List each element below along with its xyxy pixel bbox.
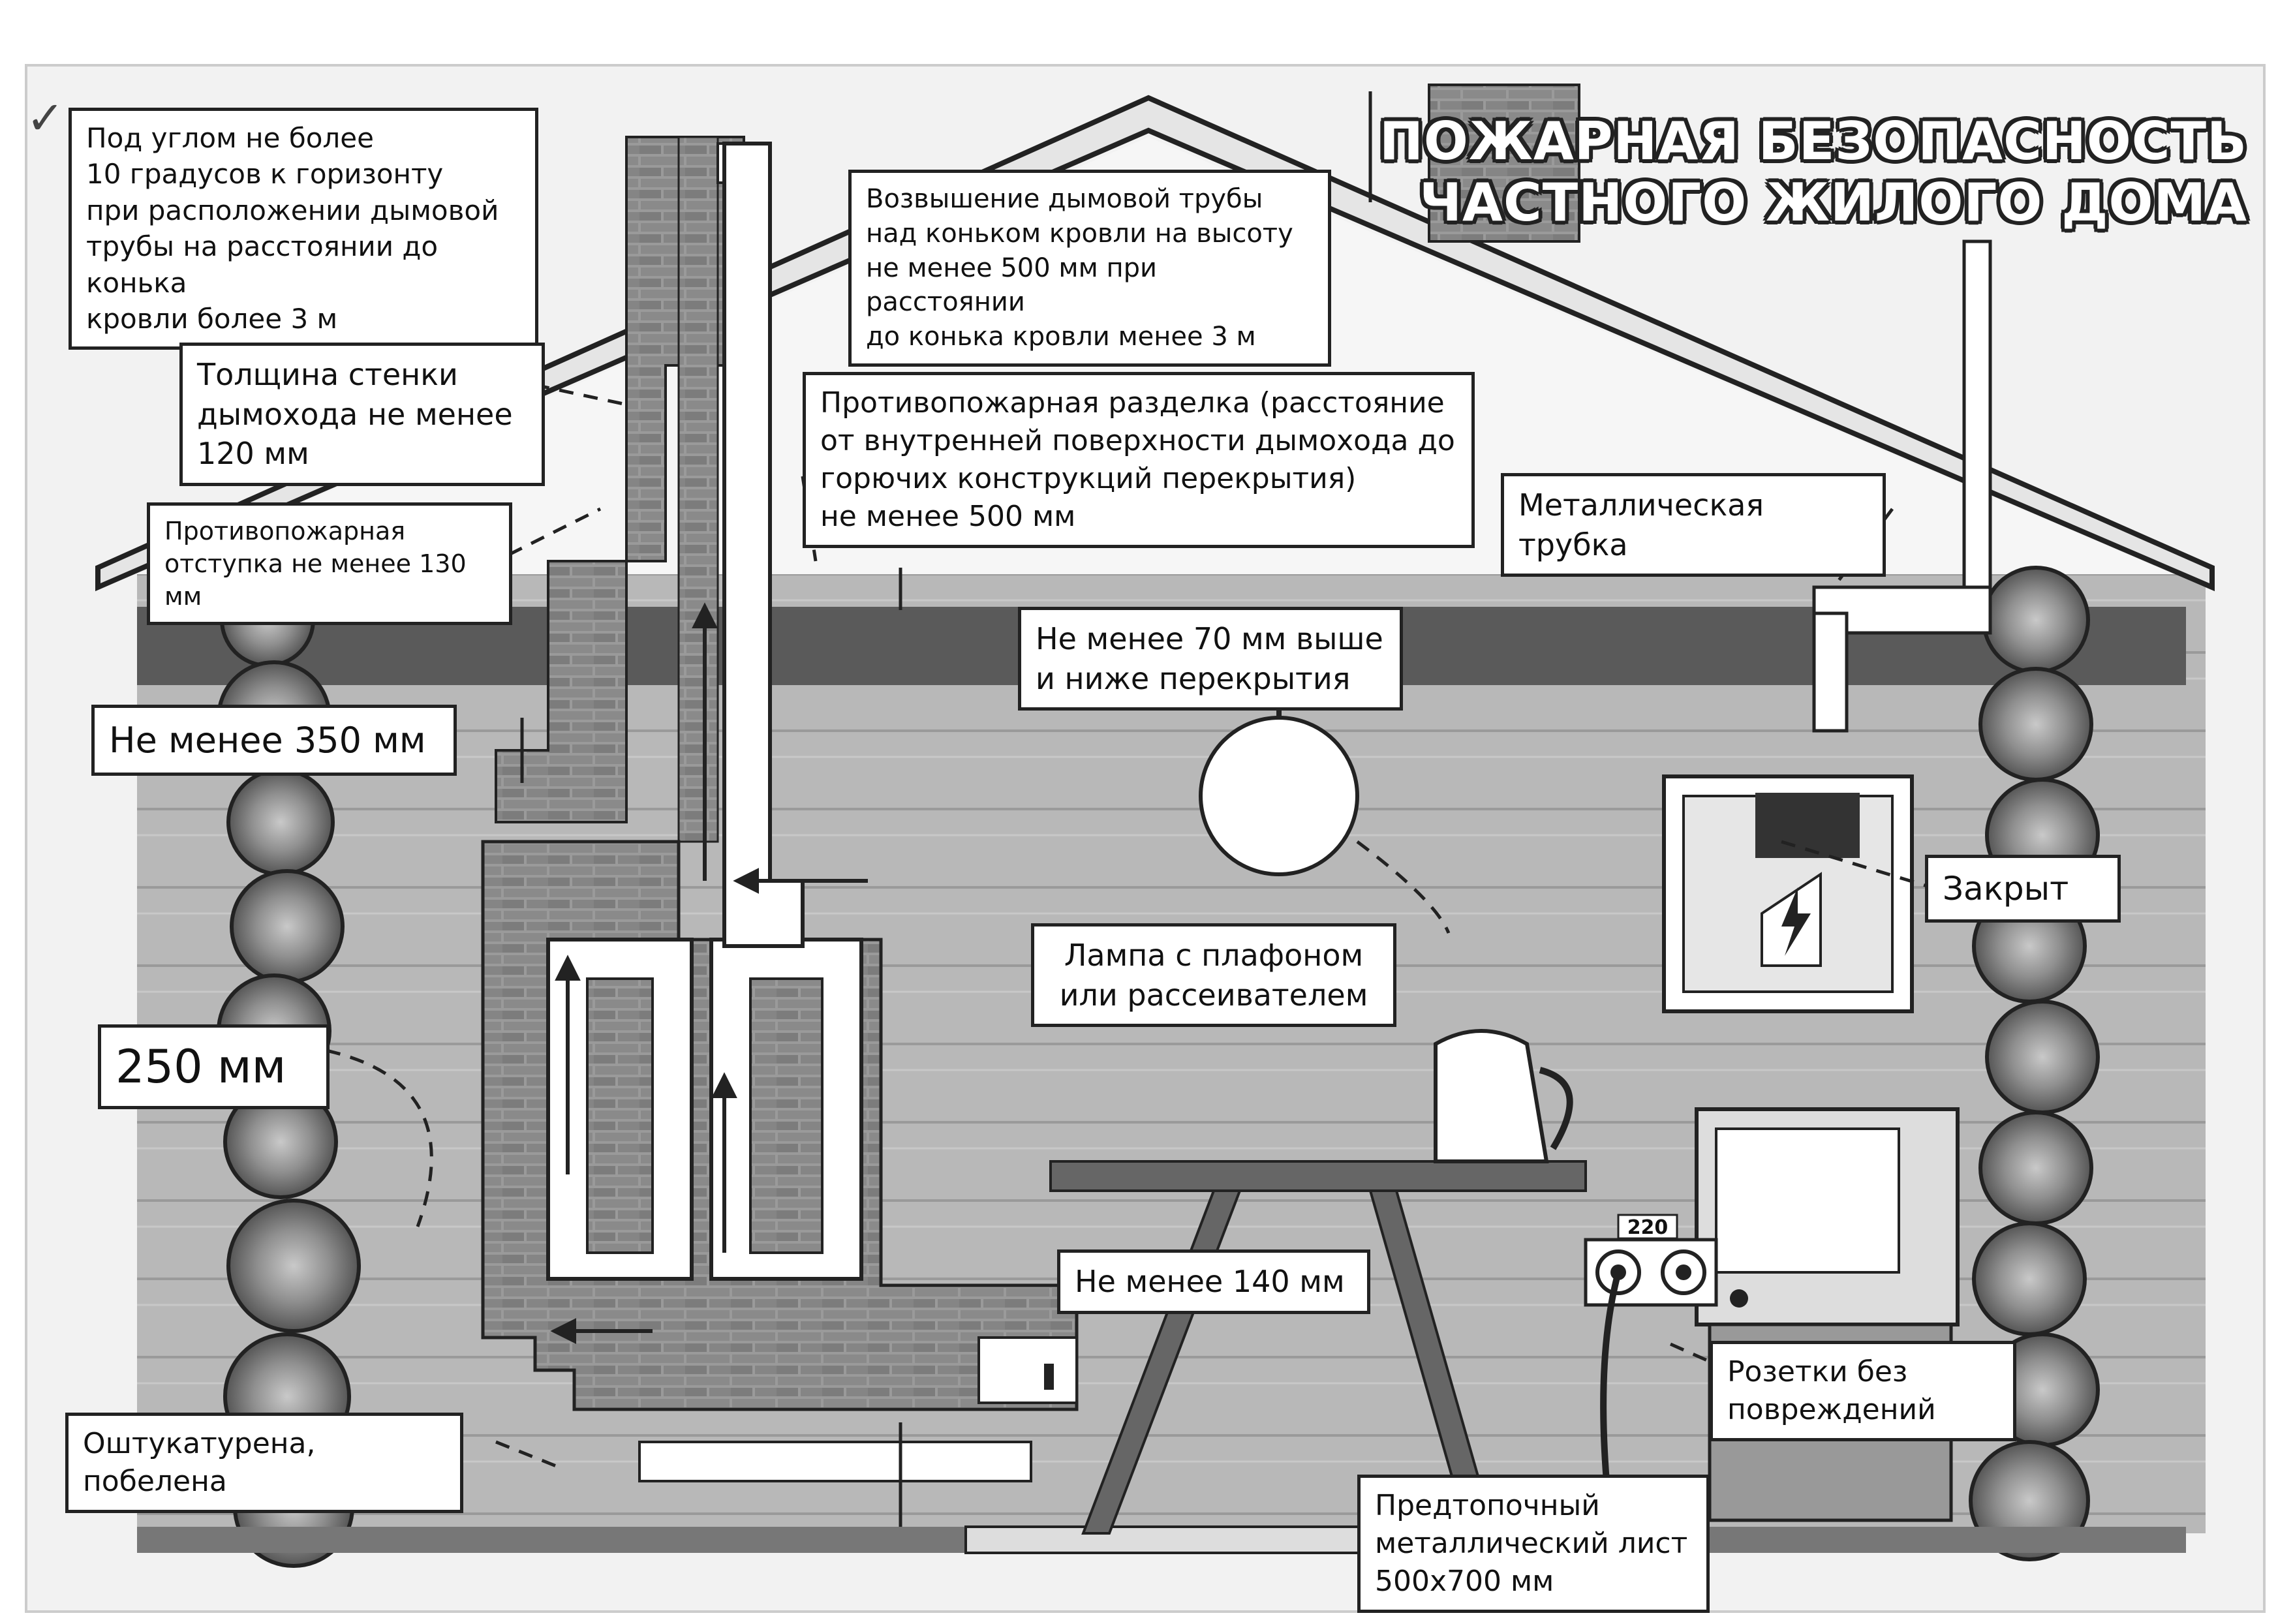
house-roof [95,95,2215,592]
label-sheet-line: металлический лист [1375,1527,1688,1561]
label-sockets-line: Розетки без [1727,1355,1908,1388]
label-sheet: Предтопочный металлический лист 500х700 … [1357,1475,1710,1614]
label-wall-thickness-line: 120 мм [197,436,309,472]
label-250: 250 мм [98,1024,330,1110]
label-min-140: Не менее 140 мм [1057,1249,1370,1314]
roof-chimney [1428,84,1580,243]
label-angle: Под углом не более 10 градусов к горизон… [69,108,538,350]
lightning-icon [1761,872,1822,967]
checkmark-icon: ✓ [26,91,65,145]
arrow-left-icon [550,868,868,1344]
label-closed-line: Закрыт [1943,870,2069,908]
label-min-350: Не менее 350 мм [91,705,457,776]
label-metal-tube: Металлическая трубка [1501,473,1886,577]
label-ceiling-70: Не менее 70 мм выше и ниже перекрытия [1018,607,1403,711]
label-ceiling-70-line: Не менее 70 мм выше [1036,621,1383,656]
tv [1695,1107,1960,1522]
label-elevation-line: Возвышение дымовой трубы [866,184,1263,214]
kettle [1434,1029,1573,1163]
electrical-panel [1662,774,1914,1013]
socket-voltage: 220 [1627,1216,1669,1239]
dimension-markers [520,91,1372,1527]
label-250-line: 250 мм [115,1040,286,1094]
label-lamp-line: Лампа с плафоном [1064,938,1364,973]
label-sheet-line: 500х700 мм [1375,1565,1554,1599]
label-elevation: Возвышение дымовой трубы над коньком кро… [848,170,1331,367]
label-lamp-line: или рассеивателем [1059,977,1368,1013]
title-line-1: ПОЖАРНАЯ БЕЗОПАСНОСТЬ [1379,111,2247,172]
label-setback-line: Противопожарная [164,517,406,545]
label-sockets-line: повреждений [1727,1393,1936,1427]
page-title: ПОЖАРНАЯ БЕЗОПАСНОСТЬ ЧАСТНОГО ЖИЛОГО ДО… [1379,111,2247,234]
label-elevation-line: не менее 500 мм при расстоянии [866,253,1158,318]
metal-pipe [1962,239,1992,589]
label-angle-line: трубы на расстоянии до конька [86,230,439,299]
label-plastered: Оштукатурена, побелена [65,1413,463,1514]
label-angle-line: кровли более 3 м [86,303,338,335]
label-firebreak-line: не менее 500 мм [820,500,1076,534]
label-angle-line: 10 градусов к горизонту [86,158,444,191]
label-metal-tube-line: Металлическая трубка [1518,487,1764,562]
label-angle-line: Под углом не более [86,122,374,154]
label-wall-thickness: Толщина стенки дымохода не менее 120 мм [179,343,545,487]
label-elevation-line: до конька кровли менее 3 м [866,322,1256,352]
label-min-140-line: Не менее 140 мм [1075,1264,1345,1299]
label-elevation-line: над коньком кровли на высоту [866,218,1293,249]
label-sockets: Розетки без повреждений [1710,1341,2016,1442]
label-setback-line: отступка не менее 130 мм [164,549,467,611]
label-firebreak-line: от внутренней поверхности дымохода до [820,424,1455,458]
label-firebreak-line: Противопожарная разделка (расстояние [820,386,1445,420]
label-sheet-line: Предтопочный [1375,1489,1600,1522]
label-plastered-line: Оштукатурена, побелена [83,1427,316,1499]
label-min-350-line: Не менее 350 мм [109,720,426,761]
arrow-up-icon [555,602,737,1253]
label-ceiling-70-line: и ниже перекрытия [1036,660,1351,696]
label-lamp: Лампа с плафоном или рассеивателем [1031,923,1396,1028]
label-wall-thickness-line: Толщина стенки [197,357,458,392]
label-closed: Закрыт [1925,855,2121,923]
pipe-drop [1812,611,1849,733]
label-firebreak-line: горючих конструкций перекрытия) [820,462,1357,496]
label-setback: Противопожарная отступка не менее 130 мм [147,502,512,626]
title-line-2: ЧАСТНОГО ЖИЛОГО ДОМА [1419,172,2247,234]
hearth-sheet [964,1525,1385,1554]
label-firebreak: Противопожарная разделка (расстояние от … [803,372,1475,549]
label-angle-line: при расположении дымовой [86,194,499,226]
label-wall-thickness-line: дымохода не менее [197,396,513,432]
